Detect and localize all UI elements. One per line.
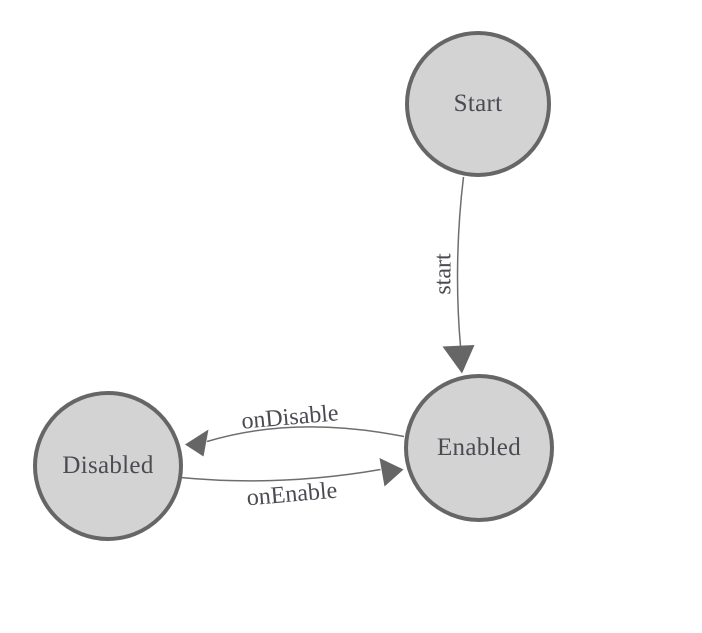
arrowhead-enabled-to-disabled-icon xyxy=(185,429,209,457)
node-start[interactable]: Start xyxy=(405,31,551,177)
edge-enabled-to-disabled xyxy=(206,426,405,443)
edge-start-to-enabled xyxy=(456,176,465,347)
edge-label-start: start xyxy=(430,253,457,295)
edge-disabled-to-enabled xyxy=(180,468,381,482)
node-start-label: Start xyxy=(453,90,503,117)
node-enabled[interactable]: Enabled xyxy=(404,374,554,522)
arrowhead-disabled-to-enabled-icon xyxy=(379,458,404,487)
arrowhead-start-to-enabled-icon xyxy=(442,345,475,374)
node-enabled-label: Enabled xyxy=(436,434,521,461)
node-disabled-label: Disabled xyxy=(62,452,154,479)
node-disabled[interactable]: Disabled xyxy=(33,391,183,541)
